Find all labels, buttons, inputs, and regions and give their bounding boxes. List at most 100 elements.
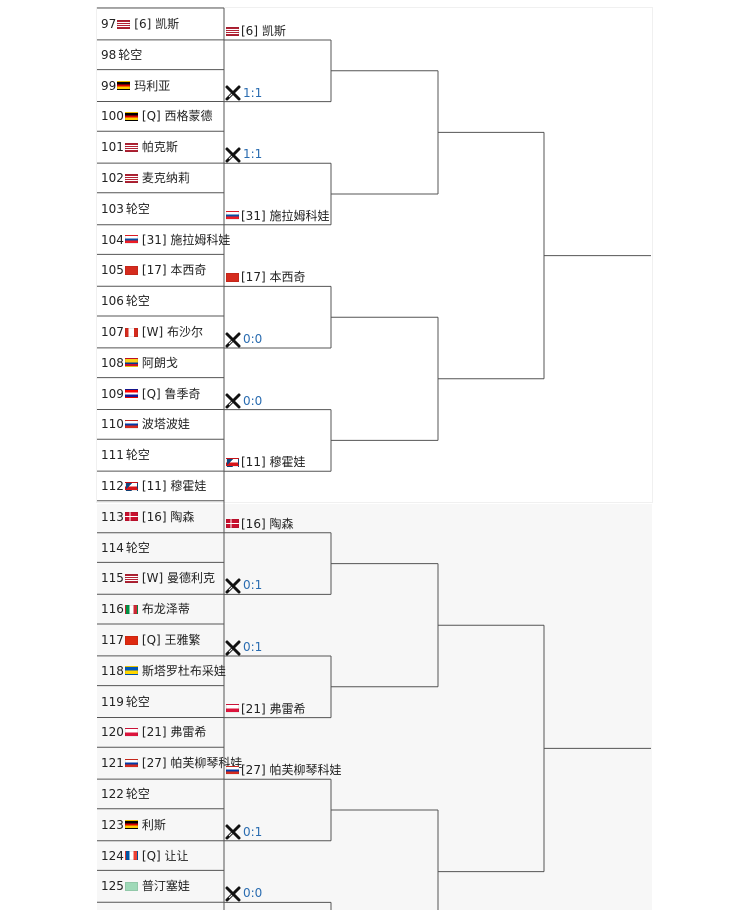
draw-number: 123 [101, 817, 124, 832]
draw-number: 108 [101, 355, 124, 370]
round2-player[interactable]: [11] 穆霍娃 [226, 453, 305, 471]
player-name: [21] 弗雷希 [241, 701, 306, 716]
flag-ch-icon [226, 272, 239, 282]
player-row[interactable]: 97[6] 凯斯 [101, 14, 231, 34]
player-row[interactable]: 104[31] 施拉姆科娃 [101, 230, 231, 250]
player-name: [16] 陶森 [241, 516, 294, 531]
x-icon [225, 886, 241, 902]
player-name: [21] 弗雷希 [141, 725, 207, 740]
draw-number: 125 [101, 879, 124, 894]
match-score-entry[interactable]: 0:0 [225, 330, 262, 348]
match-score-entry[interactable]: 1:1 [225, 84, 262, 102]
match-score-entry[interactable]: 1:1 [225, 145, 263, 163]
match-score-entry[interactable]: 0:1 [225, 823, 263, 841]
match-score: 1:1 [243, 147, 263, 162]
match-score-entry[interactable]: 0:1 [225, 576, 263, 594]
player-name: [16] 陶森 [141, 509, 195, 524]
player-row[interactable]: 108 阿朗戈 [101, 353, 231, 373]
flag-fr-icon [124, 851, 138, 861]
player-name: [27] 帕芙柳琴科娃 [241, 763, 342, 778]
x-icon [225, 824, 241, 840]
flag-sa-icon [124, 881, 138, 891]
draw-number: 115 [101, 571, 124, 586]
draw-number: 114 [101, 540, 124, 555]
flag-cn-icon [124, 635, 138, 645]
flag-us-icon [226, 26, 239, 36]
flag-ru-icon [124, 419, 138, 429]
match-score-entry[interactable]: 0:0 [225, 884, 263, 902]
player-row[interactable]: 116 布龙泽蒂 [101, 599, 231, 619]
match-score: 0:1 [243, 824, 263, 839]
draw-number: 112 [101, 479, 124, 493]
draw-number: 109 [101, 386, 124, 401]
player-row[interactable]: 117[Q] 王雅繁 [101, 630, 231, 650]
draw-number: 107 [101, 325, 124, 339]
player-row[interactable]: 105 [17] 本西奇 [101, 260, 231, 280]
draw-number: 116 [101, 602, 124, 617]
player-row[interactable]: 124[Q] 让让 [101, 846, 231, 866]
draw-number: 100 [101, 109, 124, 124]
flag-dk-icon [124, 512, 138, 522]
x-icon [225, 85, 241, 101]
draw-number: 103 [101, 201, 124, 216]
player-row[interactable]: 120[21] 弗雷希 [101, 722, 231, 742]
round2-player[interactable]: [27] 帕芙柳琴科娃 [226, 761, 341, 779]
flag-co-icon [124, 358, 138, 368]
flag-us-icon [124, 142, 138, 152]
flag-hr-icon [124, 389, 138, 399]
player-row[interactable]: 100[Q] 西格蒙德 [101, 106, 231, 126]
flag-ua-icon [124, 666, 138, 676]
player-row[interactable]: 109 [Q] 鲁季奇 [101, 384, 231, 404]
draw-number: 119 [101, 694, 124, 709]
match-score: 0:1 [243, 578, 263, 593]
player-row[interactable]: 113 [16] 陶森 [101, 507, 231, 527]
x-icon [225, 393, 241, 409]
round2-player[interactable]: [21] 弗雷希 [226, 700, 305, 718]
player-row[interactable]: 121[27] 帕芙柳琴科娃 [101, 753, 242, 773]
player-name: 波塔波娃 [141, 417, 190, 432]
flag-ch-icon [124, 265, 138, 275]
player-name: [Q] 鲁季奇 [141, 386, 201, 401]
match-score-entry[interactable]: 0:0 [225, 392, 262, 410]
flag-dk-icon [226, 519, 239, 529]
player-row[interactable]: 115[W] 曼德利克 [101, 568, 231, 588]
player-row[interactable]: 112[11] 穆霍娃 [101, 476, 231, 496]
match-score: 0:1 [243, 640, 263, 654]
flag-de-icon [117, 81, 131, 91]
player-name: [17] 本西奇 [141, 263, 207, 278]
round2-player[interactable]: [6] 凯斯 [226, 22, 286, 40]
match-score: 0:0 [243, 886, 263, 901]
round2-player[interactable]: [17] 本西奇 [226, 268, 305, 286]
player-name: 斯塔罗杜布采娃 [141, 663, 226, 678]
player-row[interactable]: 107[W] 布沙尔 [101, 322, 231, 342]
draw-number: 105 [101, 263, 124, 278]
x-icon [225, 578, 241, 594]
draw-number: 113 [101, 509, 124, 524]
flag-it-icon [124, 604, 138, 614]
draw-number: 102 [101, 171, 124, 185]
flag-cz-icon [226, 457, 239, 467]
round2-player[interactable]: [16] 陶森 [226, 515, 293, 533]
draw-number: 99 [101, 78, 117, 93]
player-name: 布龙泽蒂 [141, 602, 190, 617]
draw-number: 111 [101, 448, 124, 463]
flag-us-icon [124, 173, 138, 183]
player-name: 阿朗戈 [141, 355, 178, 370]
round2-player[interactable]: [31] 施拉姆科娃 [226, 207, 329, 225]
player-name: 轮空 [118, 47, 143, 62]
match-score-entry[interactable]: 0:1 [225, 638, 263, 656]
